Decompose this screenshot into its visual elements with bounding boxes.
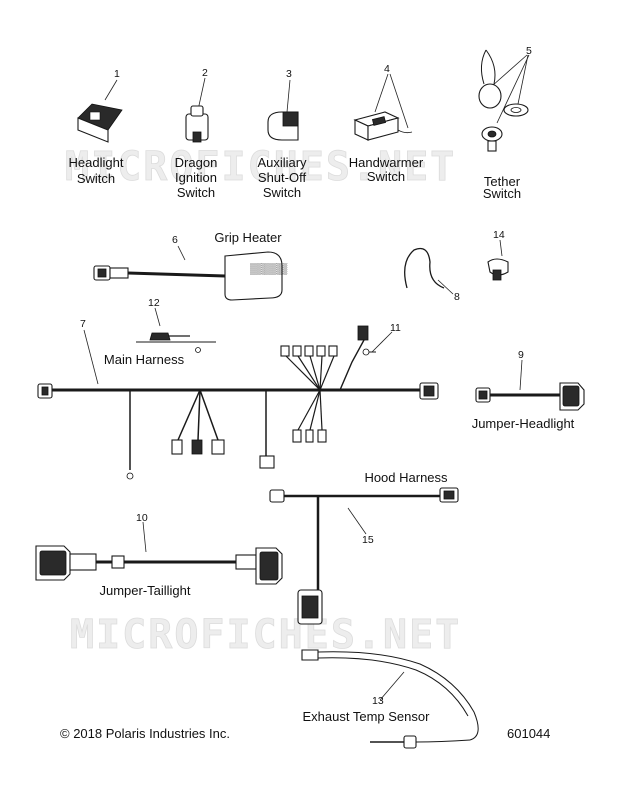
part-1-label-line-2: Switch	[77, 171, 115, 186]
part-2-label-line-1: Dragon	[175, 155, 218, 170]
part-5-label-line-2: Switch	[483, 186, 521, 201]
part-13-exhaust-temp-sensor[interactable]: 13 Exhaust Temp Sensor	[301, 649, 479, 749]
part-1-headlight-switch[interactable]: 1 Headlight Switch	[69, 68, 124, 186]
part-7-label: Main Harness	[104, 352, 185, 367]
part-2-number: 2	[202, 67, 208, 79]
part-5-label-line-1: Tether	[484, 174, 521, 189]
watermark-bottom: MICROFICHES.NET	[70, 612, 461, 658]
part-14-number: 14	[493, 229, 505, 241]
part-5-number: 5	[526, 45, 532, 57]
part-1-label-line-1: Headlight	[69, 155, 124, 170]
part-9-jumper-headlight[interactable]: 9 Jumper-Headlight	[472, 349, 585, 431]
part-3-auxiliary-shutoff-switch[interactable]: 3 Auxiliary Shut-Off Switch	[257, 68, 307, 200]
part-8-cable-tie[interactable]: 8	[404, 247, 460, 304]
svg-text:▒▒▒▒▒: ▒▒▒▒▒	[250, 263, 288, 275]
copyright-text: © 2018 Polaris Industries Inc.	[60, 726, 230, 741]
part-3-label-line-2: Shut-Off	[258, 170, 307, 185]
part-3-number: 3	[286, 68, 292, 80]
part-10-jumper-taillight[interactable]: 10 Jumper-Taillight	[35, 512, 283, 598]
part-6-label: Grip Heater	[214, 230, 282, 245]
part-1-number: 1	[114, 68, 120, 80]
part-15-number: 15	[362, 534, 374, 546]
part-13-label: Exhaust Temp Sensor	[303, 709, 431, 724]
part-12-ring-terminal[interactable]: 12	[136, 297, 216, 353]
diagram-id: 601044	[507, 726, 550, 741]
part-15-label: Hood Harness	[364, 470, 448, 485]
part-7-main-harness[interactable]: 7 Main	[37, 318, 439, 480]
part-4-number: 4	[384, 63, 390, 75]
part-10-label: Jumper-Taillight	[99, 583, 190, 598]
part-2-dragon-ignition-switch[interactable]: 2 Dragon Ignition Switch	[175, 67, 218, 200]
part-10-number: 10	[136, 512, 148, 524]
part-4-label-line-2: Switch	[367, 169, 405, 184]
part-12-number: 12	[148, 297, 160, 309]
part-2-label-line-3: Switch	[177, 185, 215, 200]
part-14-clip[interactable]: 14	[487, 229, 509, 281]
part-13-number: 13	[372, 695, 384, 707]
part-15-hood-harness[interactable]: 15 Hood Harness	[269, 470, 459, 625]
watermark-top: MICROFICHES.NET	[65, 144, 456, 190]
part-4-label-line-1: Handwarmer	[349, 155, 424, 170]
part-9-number: 9	[518, 349, 524, 361]
part-5-tether-switch[interactable]: 5 Tether Switch	[478, 45, 532, 201]
part-11-relay[interactable]: 11	[362, 322, 401, 356]
part-6-grip-heater[interactable]: 6 ▒▒▒▒▒ Grip Heater	[93, 230, 288, 301]
part-6-number: 6	[172, 234, 178, 246]
part-3-label-line-1: Auxiliary	[257, 155, 307, 170]
part-4-handwarmer-switch[interactable]: 4 Handwarmer Switch	[349, 63, 424, 184]
part-3-label-line-3: Switch	[263, 185, 301, 200]
part-8-number: 8	[454, 291, 460, 303]
part-7-number: 7	[80, 318, 86, 330]
part-9-label: Jumper-Headlight	[472, 416, 575, 431]
part-2-label-line-2: Ignition	[175, 170, 217, 185]
part-11-number: 11	[390, 322, 401, 334]
